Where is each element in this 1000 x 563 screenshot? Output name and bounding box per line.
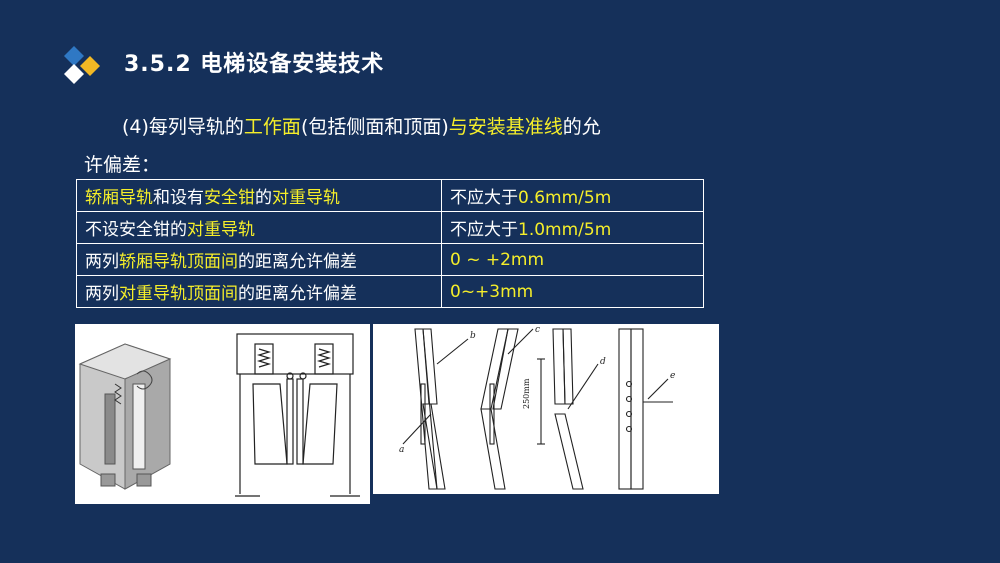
- intro-line-2: 许偏差：: [84, 154, 161, 176]
- highlight-text: 1.0mm/5m: [518, 220, 612, 240]
- intro-text: (4)每列导轨的: [122, 116, 244, 138]
- tolerance-cell: 不应大于0.6mm/5m: [441, 179, 704, 212]
- highlight-text: 对重导轨顶面间: [119, 284, 238, 304]
- plain-text: 和设有: [153, 188, 204, 208]
- plain-text: 的距离允许偏差: [238, 252, 357, 272]
- table-row: 轿厢导轨和设有安全钳的对重导轨不应大于0.6mm/5m: [76, 179, 704, 212]
- letter-label: e: [670, 371, 675, 381]
- diamond-logo-icon: [64, 46, 100, 84]
- intro-text: (包括侧面和顶面): [300, 116, 449, 138]
- letter-label: c: [535, 325, 540, 335]
- plain-text: 不应大于: [450, 188, 518, 208]
- plain-text: 的: [255, 188, 272, 208]
- highlight-text: 轿厢导轨: [85, 188, 153, 208]
- plain-text: 不设安全钳的: [85, 220, 187, 240]
- highlight-text: 0 ~ +2mm: [450, 249, 545, 270]
- table-row: 两列轿厢导轨顶面间的距离允许偏差 0 ~ +2mm: [76, 243, 704, 276]
- highlight-text: 0~+3mm: [450, 281, 534, 302]
- dim-label: 250mm: [522, 378, 531, 409]
- requirement-cell: 不设安全钳的对重导轨: [76, 211, 442, 244]
- table-row: 两列对重导轨顶面间的距离允许偏差 0~+3mm: [76, 275, 704, 308]
- table-row: 不设安全钳的对重导轨不应大于1.0mm/5m: [76, 211, 704, 244]
- highlight-text: 0.6mm/5m: [518, 188, 612, 208]
- tolerance-cell: 不应大于1.0mm/5m: [441, 211, 704, 244]
- plain-text: 不应大于: [450, 220, 518, 240]
- plain-text: 两列: [85, 284, 119, 304]
- rail-joint-drawing: 250mm a b c d e: [399, 325, 675, 490]
- tolerance-cell: 0~+3mm: [441, 275, 704, 308]
- requirement-cell: 两列轿厢导轨顶面间的距离允许偏差: [76, 243, 442, 276]
- requirement-cell: 轿厢导轨和设有安全钳的对重导轨: [76, 179, 442, 212]
- highlight-text: 对重导轨: [187, 220, 255, 240]
- plain-text: 的距离允许偏差: [238, 284, 357, 304]
- intro-highlight: 与安装基准线: [448, 116, 563, 138]
- letter-label: a: [399, 445, 404, 455]
- highlight-text: 轿厢导轨顶面间: [119, 252, 238, 272]
- highlight-text: 对重导轨: [272, 188, 340, 208]
- guide-shoe-drawing: [78, 333, 360, 497]
- tolerance-cell: 0 ~ +2mm: [441, 243, 704, 276]
- slide-title: 3.5.2 电梯设备安装技术: [124, 52, 385, 77]
- intro-line-1: (4)每列导轨的工作面(包括侧面和顶面)与安装基准线的允: [122, 112, 601, 139]
- letter-label: d: [600, 357, 606, 367]
- highlight-text: 安全钳: [204, 188, 255, 208]
- intro-highlight: 工作面: [243, 116, 301, 138]
- rail-joint-diagram: 250mm a b c d e: [373, 324, 719, 494]
- letter-label: b: [470, 331, 476, 341]
- guide-shoe-illustration: [75, 324, 370, 504]
- plain-text: 两列: [85, 252, 119, 272]
- requirement-cell: 两列对重导轨顶面间的距离允许偏差: [76, 275, 442, 308]
- intro-text: 的允: [562, 116, 601, 138]
